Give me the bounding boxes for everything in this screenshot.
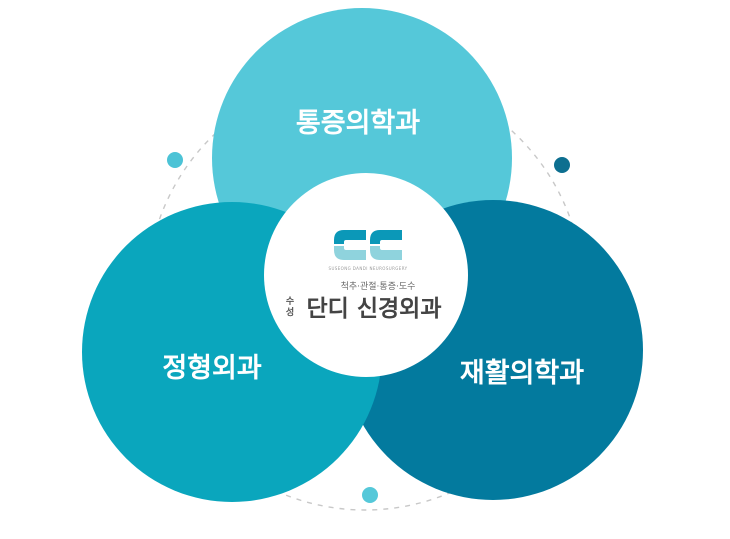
clinic-name: 단디 신경외과	[307, 296, 442, 322]
logo-mark-lower-right	[370, 246, 402, 260]
logo-tagline: 척추·관절·통증·도수	[341, 280, 416, 292]
logo-mark-lower-left	[334, 246, 366, 260]
logo-mark-upper-right	[370, 230, 402, 244]
logo-tiny-text: SUSEONG DANDI NEUROSURGERY	[329, 266, 408, 271]
center-logo-circle	[264, 173, 468, 377]
orbit-dot-left	[167, 152, 183, 168]
clinic-logo-mark	[334, 230, 402, 260]
orbit-dot-right	[554, 157, 570, 173]
label-rehabilitation-medicine: 재활의학과	[460, 358, 584, 389]
label-pain-medicine: 통증의학과	[296, 108, 420, 139]
orbit-dot-bottom	[362, 487, 378, 503]
logo-mark-upper-left	[334, 230, 366, 244]
label-orthopedics: 정형외과	[162, 353, 262, 384]
logo-prefix-bottom: 성	[286, 306, 294, 318]
logo-prefix-top: 수	[286, 296, 294, 307]
